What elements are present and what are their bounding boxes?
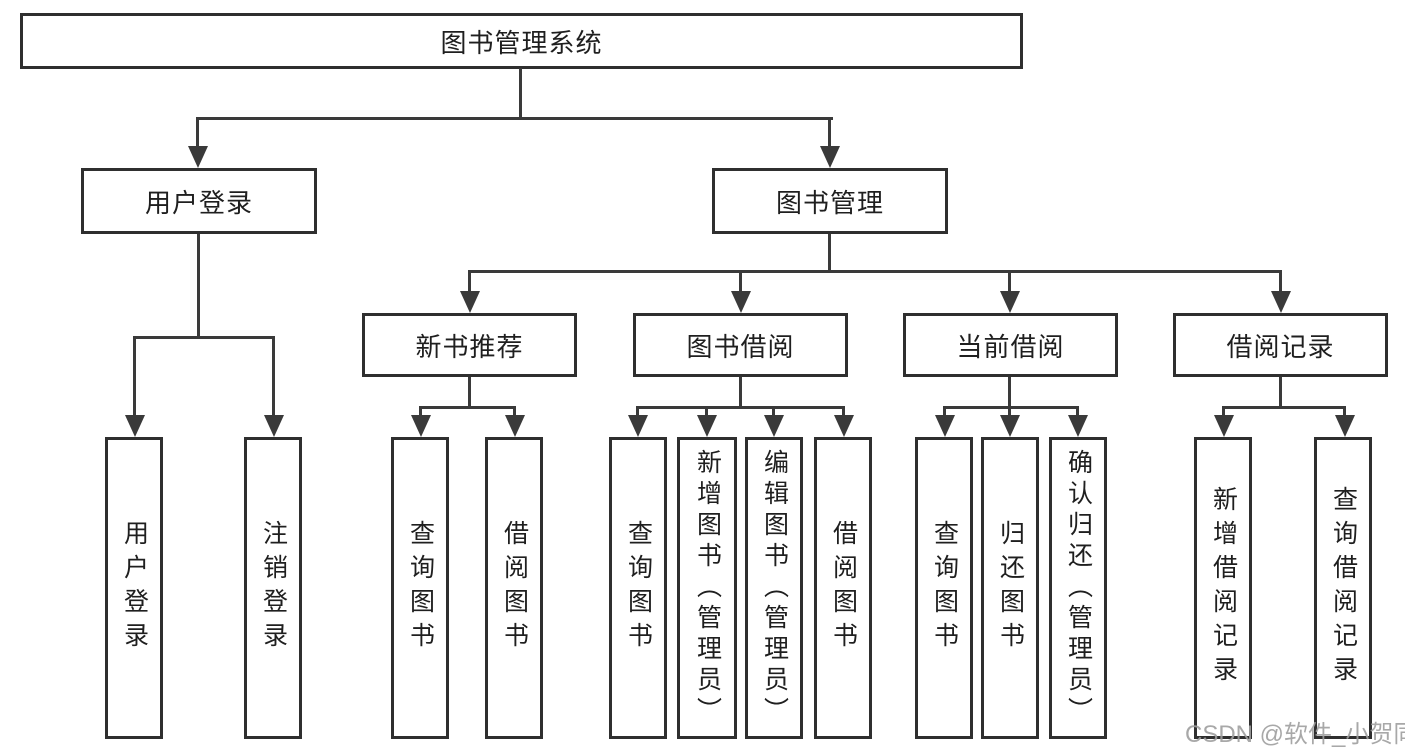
leaf-borrow-books-recommend: 借阅图书 (485, 437, 543, 739)
connector-line (197, 234, 200, 338)
connector-line (196, 117, 199, 148)
connector-line (772, 406, 775, 415)
node-label: 查询图书 (930, 520, 959, 656)
connector-line (1008, 377, 1011, 408)
arrowhead-down (697, 415, 717, 437)
node-label: 注销登录 (259, 520, 288, 656)
node-new-book-recommend: 新书推荐 (362, 313, 577, 377)
connector-line (943, 406, 946, 415)
arrowhead-down (188, 146, 208, 168)
leaf-add-books-admin: 新增图书（管理员） (677, 437, 737, 739)
connector-line (513, 406, 516, 415)
arrowhead-down (1271, 291, 1291, 313)
node-label: 用户登录 (144, 187, 253, 218)
arrowhead-down (935, 415, 955, 437)
connector-line (1343, 406, 1346, 415)
leaf-return-books: 归还图书 (981, 437, 1039, 739)
arrowhead-down (1000, 291, 1020, 313)
connector-line (1222, 406, 1225, 415)
node-label: 查询图书 (624, 520, 653, 656)
connector-line (519, 68, 522, 119)
connector-line (468, 270, 1282, 273)
connector-line (636, 406, 845, 409)
leaf-query-books-borrowing: 查询图书 (609, 437, 667, 739)
leaf-user-login: 用户登录 (105, 437, 163, 739)
node-label: 图书管理系统 (440, 27, 603, 58)
node-label: 归还图书 (996, 520, 1025, 656)
node-label: 确认归还（管理员） (1064, 448, 1093, 728)
arrowhead-down (505, 415, 525, 437)
node-current-borrowing: 当前借阅 (903, 313, 1118, 377)
connector-line (272, 336, 275, 415)
connector-line (943, 406, 1079, 409)
node-label: 图书借阅 (686, 331, 795, 362)
node-book-management: 图书管理 (712, 168, 948, 234)
connector-line (419, 406, 422, 415)
node-label: 查询借阅记录 (1329, 486, 1358, 690)
node-book-borrowing: 图书借阅 (633, 313, 848, 377)
connector-line (1076, 406, 1079, 415)
arrowhead-down (460, 291, 480, 313)
connector-line (739, 270, 742, 291)
arrowhead-down (764, 415, 784, 437)
node-label: 新增图书（管理员） (693, 448, 722, 728)
connector-line (828, 117, 831, 148)
node-borrow-records: 借阅记录 (1173, 313, 1388, 377)
leaf-logout: 注销登录 (244, 437, 302, 739)
leaf-confirm-return-admin: 确认归还（管理员） (1049, 437, 1107, 739)
arrowhead-down (411, 415, 431, 437)
leaf-add-borrow-record: 新增借阅记录 (1194, 437, 1252, 739)
node-label: 当前借阅 (956, 331, 1065, 362)
connector-line (196, 117, 833, 120)
connector-line (1008, 406, 1011, 415)
node-library-management-system: 图书管理系统 (20, 13, 1023, 69)
connector-line (828, 234, 831, 272)
node-label: 借阅图书 (829, 520, 858, 656)
connector-line (133, 336, 136, 415)
connector-line (636, 406, 639, 415)
connector-line (468, 377, 471, 408)
leaf-edit-books-admin: 编辑图书（管理员） (745, 437, 803, 739)
watermark: CSDN @软件_小贺同学 (1185, 721, 1405, 747)
arrowhead-down (264, 415, 284, 437)
node-label: 用户登录 (120, 520, 149, 656)
arrowhead-down (628, 415, 648, 437)
node-label: 新书推荐 (415, 331, 524, 362)
node-label: 图书管理 (775, 187, 884, 218)
connector-line (133, 336, 275, 339)
node-user-login: 用户登录 (81, 168, 317, 234)
arrowhead-down (731, 291, 751, 313)
arrowhead-down (1068, 415, 1088, 437)
leaf-query-books-recommend: 查询图书 (391, 437, 449, 739)
node-label: 查询图书 (406, 520, 435, 656)
arrowhead-down (1335, 415, 1355, 437)
connector-line (739, 377, 742, 408)
connector-line (1279, 270, 1282, 291)
leaf-borrow-books: 借阅图书 (814, 437, 872, 739)
node-label: 编辑图书（管理员） (760, 448, 789, 728)
arrowhead-down (1214, 415, 1234, 437)
connector-line (842, 406, 845, 415)
connector-line (1008, 270, 1011, 291)
arrowhead-down (125, 415, 145, 437)
arrowhead-down (820, 146, 840, 168)
connector-line (1222, 406, 1346, 409)
arrowhead-down (834, 415, 854, 437)
arrowhead-down (1000, 415, 1020, 437)
connector-line (705, 406, 708, 415)
connector-line (419, 406, 516, 409)
node-label: 借阅图书 (500, 520, 529, 656)
node-label: 借阅记录 (1226, 331, 1335, 362)
connector-line (1279, 377, 1282, 408)
connector-line (468, 270, 471, 291)
leaf-query-books-current: 查询图书 (915, 437, 973, 739)
leaf-query-borrow-record: 查询借阅记录 (1314, 437, 1372, 739)
node-label: 新增借阅记录 (1209, 486, 1238, 690)
